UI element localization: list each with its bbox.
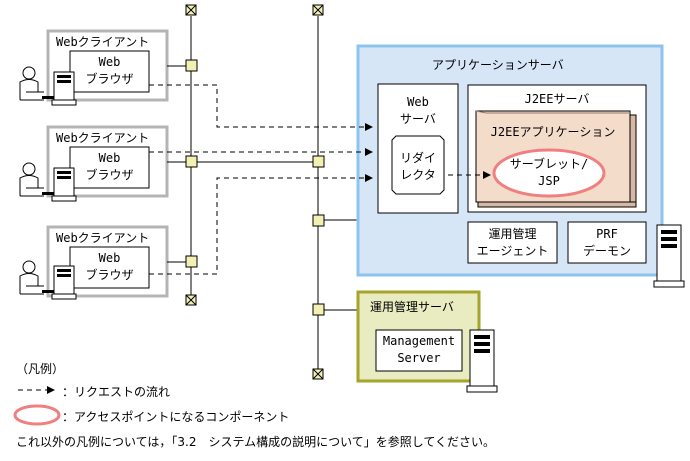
network-node	[185, 255, 198, 268]
network-node	[312, 214, 325, 227]
svg-text:運用管理: 運用管理	[488, 226, 536, 241]
svg-text:PRF: PRF	[596, 227, 618, 241]
svg-text:Web: Web	[99, 55, 121, 69]
mgmt-agent-box	[467, 221, 558, 264]
svg-text:サーバ: サーバ	[400, 112, 436, 126]
management-server: 運用管理サーバ Management Server	[356, 290, 481, 383]
legend-access-point: ：アクセスポイントになるコンポーネント	[62, 410, 290, 424]
user-computer-icon	[19, 162, 77, 202]
web-client-title: Webクライアント	[56, 35, 149, 49]
svg-text:サーブレット/: サーブレット/	[510, 156, 589, 171]
svg-text:リダイ: リダイ	[400, 150, 436, 165]
redirector-box	[391, 135, 445, 195]
network-node	[185, 59, 198, 72]
terminator-icon	[185, 4, 197, 16]
app-server-title: アプリケーションサーバ	[432, 58, 564, 72]
legend-note: これ以外の凡例については，「3.2 システム構成の説明について」を参照してくださ…	[16, 435, 496, 449]
application-server: アプリケーションサーバ Web サーバ リダイ レクタ J2EEサーバ J2EE…	[356, 44, 664, 277]
legend-access-point-icon	[13, 404, 61, 426]
mgmt-server-title: 運用管理サーバ	[370, 299, 454, 314]
web-client-title: Webクライアント	[56, 131, 149, 145]
servlet-jsp-access-point	[492, 148, 606, 198]
svg-text:Web: Web	[99, 151, 121, 165]
legend-heading: （凡例）	[16, 362, 65, 376]
web-client-2: Webクライアント Web ブラウザ	[46, 125, 169, 198]
user-computer-icon	[19, 66, 77, 106]
svg-text:ブラウザ: ブラウザ	[85, 71, 133, 86]
svg-text:J2EEサーバ: J2EEサーバ	[525, 92, 590, 106]
terminator-icon	[185, 294, 197, 306]
server-machine-icon	[653, 224, 685, 288]
server-machine-icon	[466, 329, 498, 393]
svg-text:Web: Web	[407, 95, 429, 109]
svg-text:Management: Management	[383, 334, 455, 348]
svg-text:レクタ: レクタ	[400, 168, 436, 182]
user-computer-icon	[19, 260, 77, 300]
svg-text:J2EEアプリケーション: J2EEアプリケーション	[491, 125, 616, 139]
terminator-icon	[312, 4, 324, 16]
request-flow-arrows	[149, 84, 491, 275]
network-node	[185, 155, 198, 168]
svg-text:エージェント: エージェント	[477, 244, 549, 258]
legend-request-flow: ：リクエストの流れ	[62, 385, 171, 399]
prf-daemon-box	[567, 221, 647, 264]
terminator-icon	[312, 368, 324, 380]
svg-text:ブラウザ: ブラウザ	[85, 167, 133, 182]
web-client-title: Webクライアント	[56, 231, 149, 245]
svg-text:JSP: JSP	[538, 174, 560, 188]
svg-text:デーモン: デーモン	[583, 243, 631, 258]
network-node	[312, 303, 325, 316]
svg-text:ブラウザ: ブラウザ	[85, 267, 133, 282]
svg-text:Server: Server	[397, 351, 440, 365]
network-node	[312, 155, 325, 168]
svg-text:Web: Web	[99, 251, 121, 265]
